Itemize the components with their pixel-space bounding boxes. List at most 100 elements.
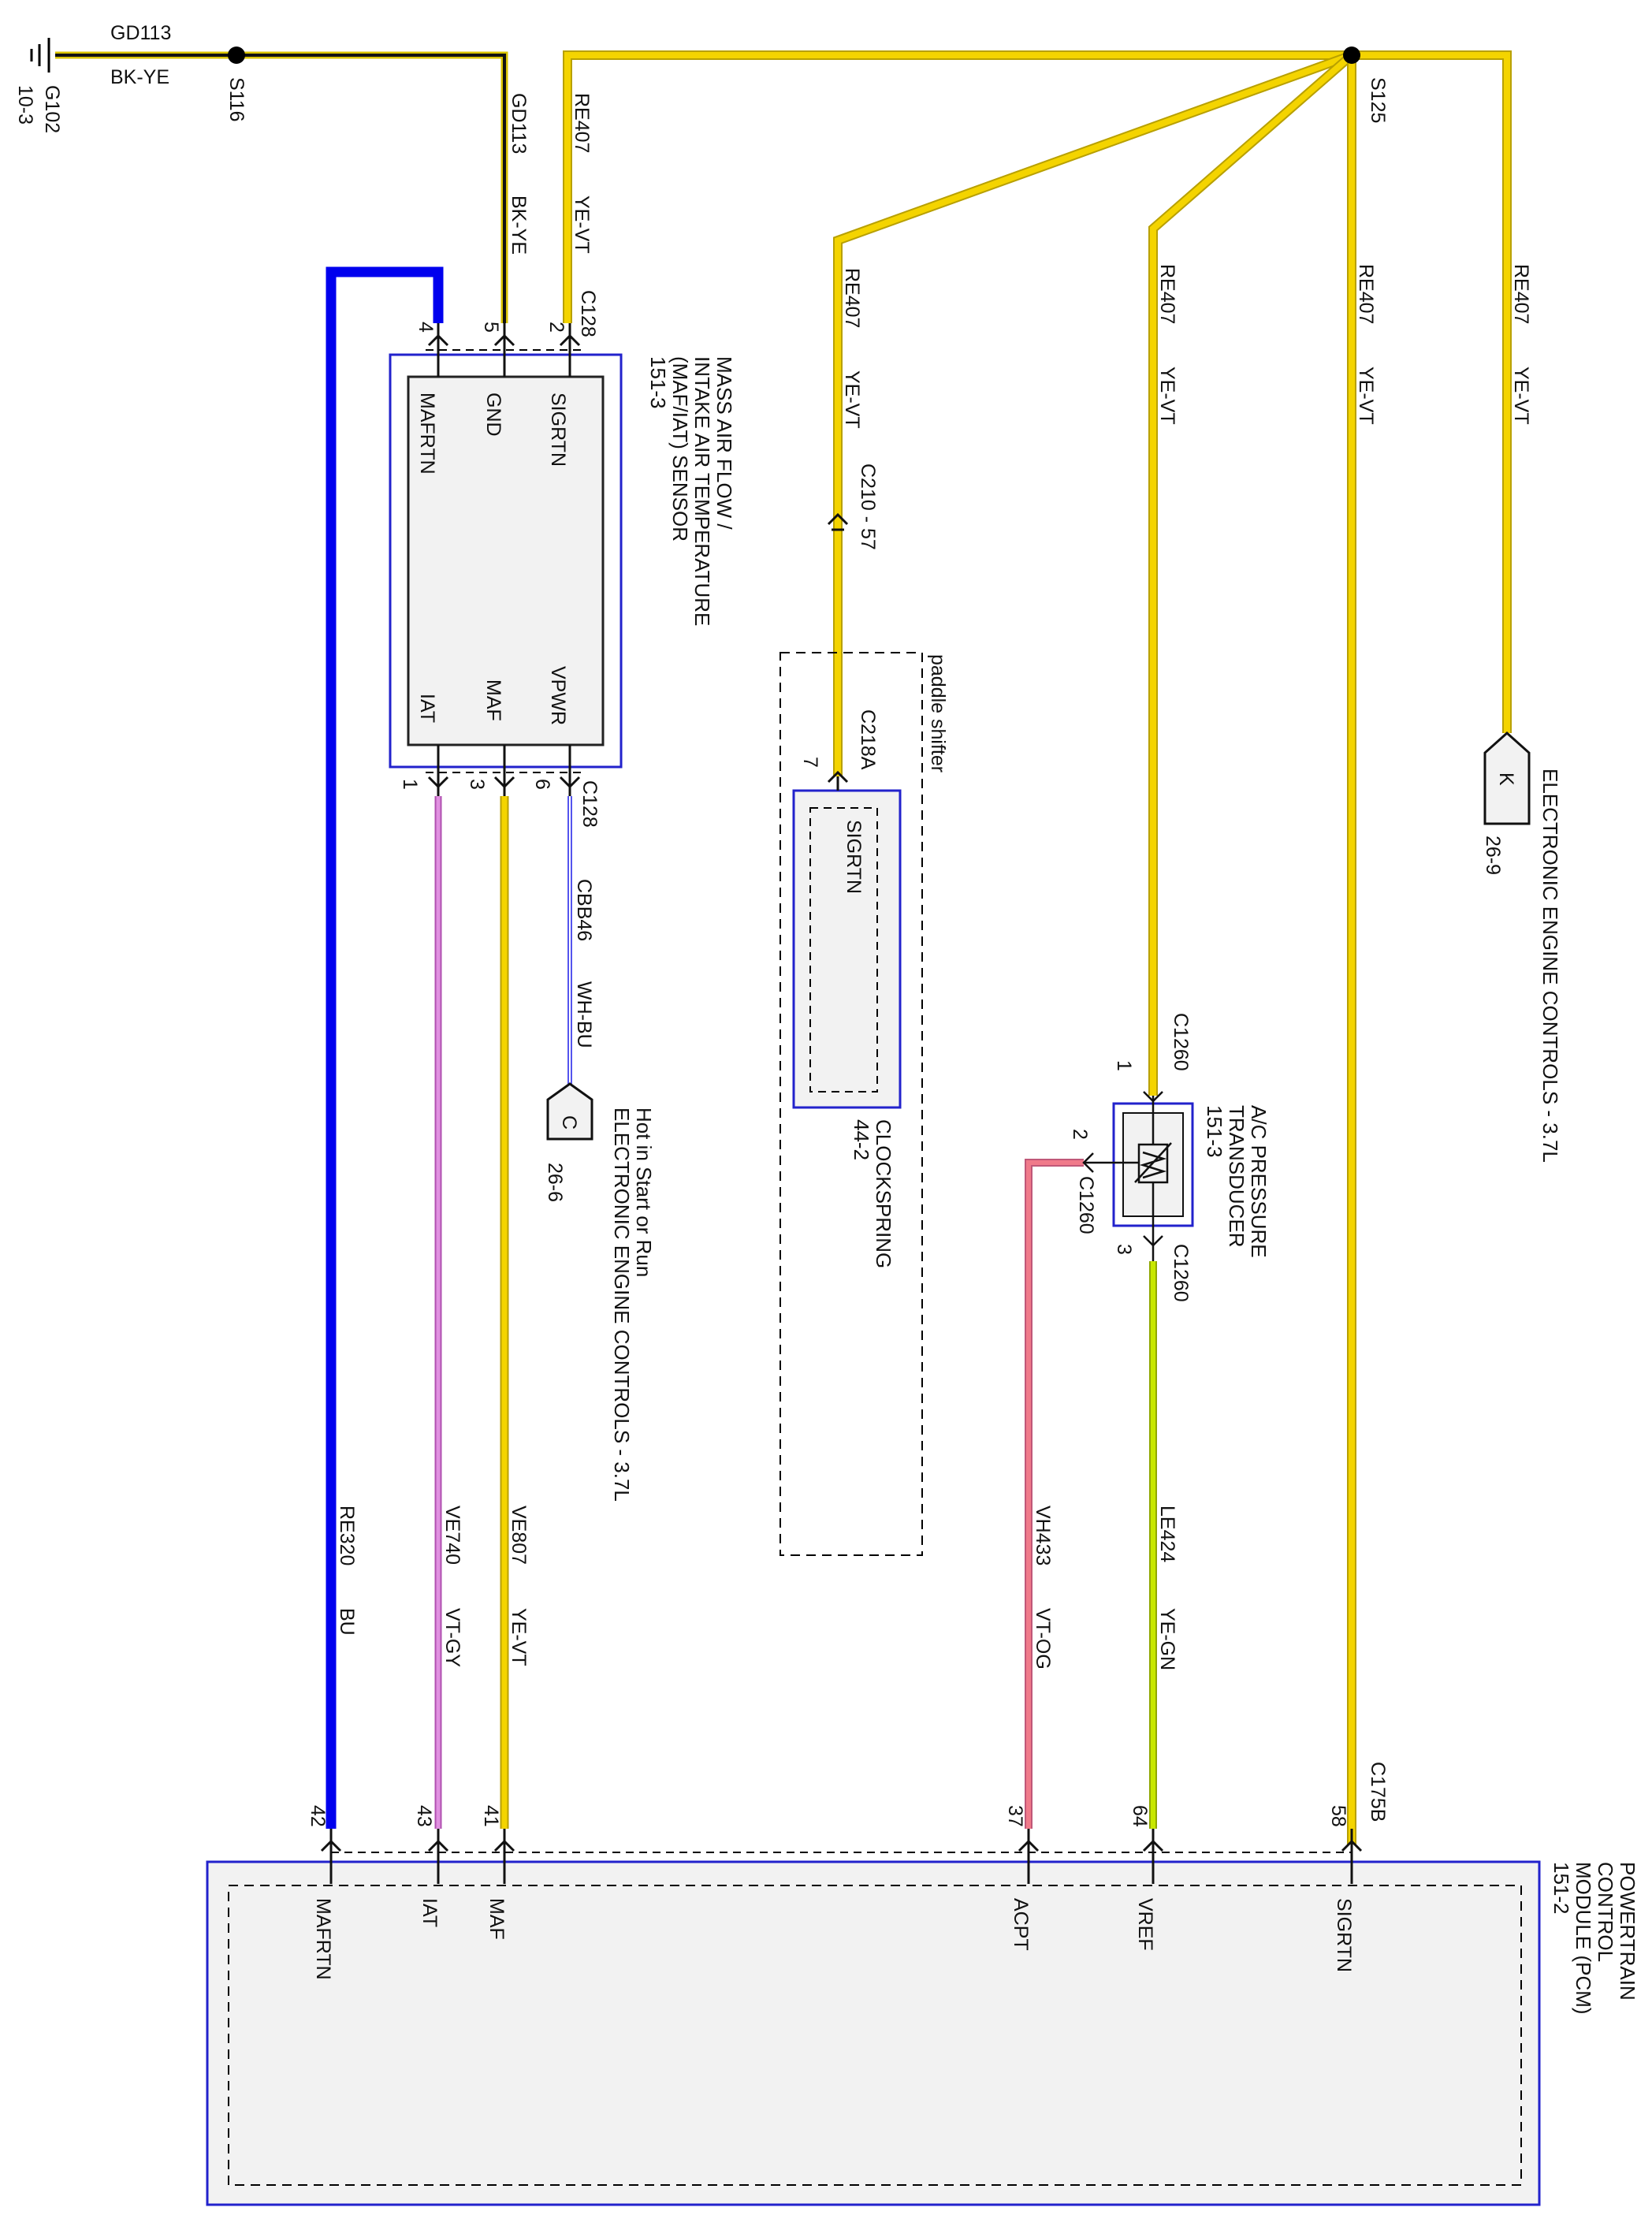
pcm-pin-58: 58 <box>1327 1805 1349 1827</box>
clockspring-pin-label: SIGRTN <box>843 820 865 894</box>
wire-re407-right-fill <box>1352 52 1510 733</box>
wire-re407-clockspring[interactable] <box>833 50 1354 776</box>
ac-title-3: 151-3 <box>1203 1105 1226 1158</box>
pcm-pin-37: 37 <box>1004 1805 1026 1827</box>
gd113-vert-circuit: GD113 <box>508 93 530 154</box>
ac-connector-3: C1260 <box>1170 1244 1192 1302</box>
eec-ref-letter: K <box>1495 772 1517 786</box>
pcm-title-4: 151-2 <box>1550 1862 1573 1915</box>
wire-re407-ac[interactable] <box>1148 51 1355 1096</box>
wire-gd113-core <box>55 54 506 323</box>
maf-sensor[interactable] <box>389 323 623 796</box>
maf-pin-label-iat: IAT <box>416 694 438 723</box>
ve740-circuit: VE740 <box>441 1506 463 1565</box>
clockspring-inline-connector: C210 - 57 <box>857 463 879 550</box>
eec-ref-connector[interactable] <box>1483 731 1531 825</box>
maf-pin-top-4: 4 <box>415 322 437 333</box>
splice-s125-label: S125 <box>1367 77 1389 123</box>
hot-ref-line-2: ELECTRONIC ENGINE CONTROLS - 3.7L <box>610 1107 634 1502</box>
maf-sensor-inner <box>407 375 605 746</box>
re320-circuit: RE320 <box>336 1506 358 1565</box>
clockspring[interactable] <box>779 512 923 1556</box>
pcm-outer <box>206 1860 1541 2206</box>
wire-re320[interactable] <box>326 266 444 1829</box>
maf-pin-label-maf: MAF <box>482 679 504 721</box>
clockspring-group-label: paddle shifter <box>927 654 949 772</box>
re407-e-circuit: RE407 <box>1510 264 1532 324</box>
wires-layer <box>55 47 1512 1844</box>
vh433-circuit: VH433 <box>1032 1506 1054 1565</box>
wire-re407-ac-fill <box>1150 52 1354 1096</box>
pcm-module[interactable] <box>206 1829 1541 2206</box>
pcm-pin-64: 64 <box>1129 1805 1151 1827</box>
ac-pin-3: 3 <box>1113 1244 1135 1255</box>
re407-d-color: YE-VT <box>1355 367 1377 425</box>
wire-re407-clockspring-fill <box>835 52 1353 776</box>
ve740-color: VT-GY <box>441 1608 463 1667</box>
ground-name-label: G102 <box>41 85 63 133</box>
ac-title-2: TRANSDUCER <box>1225 1105 1248 1248</box>
gd113-circuit-label: GD113 <box>110 22 171 44</box>
pcm-title-2: CONTROL <box>1594 1862 1617 1962</box>
wire-re407-top-fill <box>564 52 1352 323</box>
pcm-inner <box>228 1885 1522 2186</box>
maf-pin-bottom-6: 6 <box>531 779 553 790</box>
maf-sensor-title-4: 151-3 <box>646 356 670 409</box>
le424-color: YE-GN <box>1156 1608 1178 1670</box>
cbb46-color: WH-BU <box>573 981 595 1048</box>
maf-pin-label-gnd: GND <box>482 393 504 437</box>
maf-pin-label-mafrtn: MAFRTN <box>416 393 438 475</box>
maf-connector-top: C128 <box>577 290 599 337</box>
hot-ref-shape <box>546 1082 593 1141</box>
re407-e-color: YE-VT <box>1510 367 1532 425</box>
eec-ref-text: ELECTRONIC ENGINE CONTROLS - 3.7L <box>1539 769 1562 1163</box>
clockspring-inner <box>809 807 878 1093</box>
ground-ref-label: 10-3 <box>14 85 36 125</box>
splice-s116-dot <box>228 47 245 64</box>
clockspring-pin: 7 <box>799 757 821 768</box>
maf-connector-bottom: C128 <box>579 780 601 828</box>
maf-sensor-title-1: MASS AIR FLOW / <box>713 356 736 530</box>
pcm-title-1: POWERTRAIN <box>1616 1862 1639 2001</box>
re407-a-color: YE-VT <box>571 195 593 254</box>
ac-pin-2: 2 <box>1069 1129 1091 1140</box>
re407-b-color: YE-VT <box>841 370 863 429</box>
pcm-connector: C175B <box>1367 1762 1389 1822</box>
hot-ref-connector[interactable] <box>546 1082 593 1141</box>
paddle-shifter-dashed-box <box>779 652 923 1556</box>
pcm-label-vref: VREF <box>1134 1898 1156 1951</box>
clockspring-title-1: CLOCKSPRING <box>872 1119 895 1268</box>
re407-b-circuit: RE407 <box>841 268 863 328</box>
maf-sensor-title-3: (MAF/IAT) SENSOR <box>668 356 692 542</box>
gd113-vert-color: BK-YE <box>508 195 530 255</box>
pcm-title-3: MODULE (PCM) <box>1572 1862 1595 2015</box>
ac-transducer[interactable] <box>1082 1091 1194 1261</box>
eec-ref-shape <box>1483 731 1531 825</box>
hot-ref-number: 26-6 <box>544 1163 566 1202</box>
hot-ref-letter: C <box>558 1115 580 1130</box>
ac-connector-1: C1260 <box>1170 1013 1192 1071</box>
maf-pin-top-5: 5 <box>480 322 502 333</box>
vh433-color: VT-OG <box>1032 1608 1054 1670</box>
wire-vh433-fill <box>1026 1160 1084 1829</box>
cbb46-circuit: CBB46 <box>573 879 595 941</box>
ground-symbol-icon <box>30 38 50 73</box>
maf-pin-bottom-1: 1 <box>399 779 421 790</box>
ve807-circuit: VE807 <box>508 1506 530 1565</box>
re320-color: BU <box>336 1608 358 1636</box>
ve807-color: YE-VT <box>508 1608 530 1666</box>
re407-a-circuit: RE407 <box>571 93 593 153</box>
pcm-label-mafrtn: MAFRTN <box>312 1898 334 1980</box>
pcm-label-sigrtn: SIGRTN <box>1333 1898 1355 1972</box>
splice-s125-dot <box>1343 47 1360 64</box>
re407-c-color: YE-VT <box>1156 367 1178 425</box>
splice-s116-label: S116 <box>225 77 247 122</box>
clockspring-outer <box>792 789 902 1109</box>
variable-resistor-icon <box>1082 1091 1172 1261</box>
hot-ref-line-1: Hot in Start or Run <box>632 1107 656 1277</box>
maf-pin-bottom-3: 3 <box>466 779 488 790</box>
ac-title-1: A/C PRESSURE <box>1247 1105 1271 1258</box>
pcm-pin-42: 42 <box>307 1805 329 1827</box>
wire-vh433[interactable] <box>1025 1159 1084 1829</box>
